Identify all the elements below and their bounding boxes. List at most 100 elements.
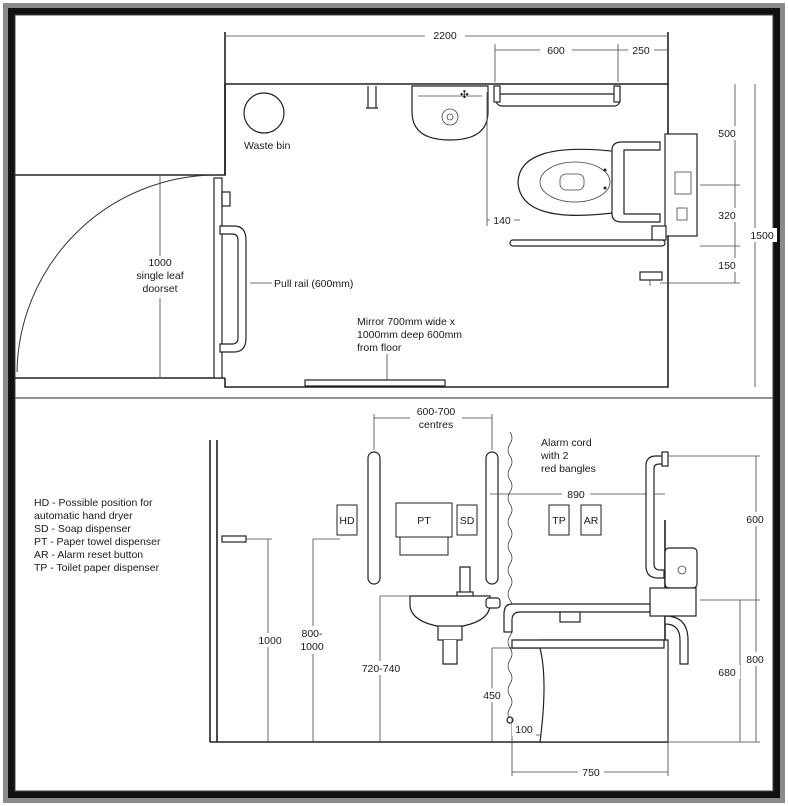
basin-tap-icon: ✣ xyxy=(460,89,469,101)
plan-basin-icon xyxy=(411,85,489,141)
dim-500: 500 xyxy=(718,128,736,140)
elev-grab-rail-right xyxy=(485,451,499,585)
basin-trap xyxy=(437,625,463,641)
door-handle xyxy=(221,191,231,207)
legend-line-3: SD - Soap dispenser xyxy=(34,523,131,535)
dim-bg xyxy=(562,488,590,501)
tp-box xyxy=(548,504,570,536)
rail-hinge xyxy=(651,225,667,241)
legend-line-4: PT - Paper towel dispenser xyxy=(34,536,161,548)
elev-tp-holder xyxy=(559,611,581,623)
basin-drain-inner xyxy=(446,113,454,121)
tp-label: TP xyxy=(552,515,565,527)
dim-1500: 1500 xyxy=(750,230,774,242)
dim-800-right: 800 xyxy=(746,654,764,666)
dim-bg xyxy=(742,652,768,666)
sd-label: SD xyxy=(460,515,475,527)
elev-cistern-icon xyxy=(649,587,697,617)
mirror-label-line-1: Mirror 700mm wide x xyxy=(357,316,456,328)
dim-140: 140 xyxy=(493,215,511,227)
dim-bg xyxy=(490,214,514,227)
mirror-label-line-2: 1000mm deep 600mm xyxy=(357,329,462,341)
dim-bg xyxy=(478,688,506,702)
pt-box-base xyxy=(399,536,449,556)
alarm-bangle xyxy=(506,716,514,724)
legend-line-5: AR - Alarm reset button xyxy=(34,549,143,561)
waste-bin-icon xyxy=(243,92,285,134)
elev-grab-rail-left xyxy=(367,451,381,585)
dim-bg xyxy=(742,512,768,526)
pull-rail-label: Pull rail (600mm) xyxy=(274,278,353,290)
flush-plate xyxy=(674,171,692,195)
legend-line-1: HD - Possible position for xyxy=(34,497,153,509)
basin-waste-pipe xyxy=(442,640,458,665)
dim-600: 600 xyxy=(746,514,764,526)
dim-bg xyxy=(714,665,740,679)
alarm-cord xyxy=(507,431,513,721)
hd-box xyxy=(336,504,358,536)
door-label-line-3: doorset xyxy=(142,283,177,295)
dim-800-1000-line-1: 800- xyxy=(301,628,323,640)
dim-bg xyxy=(715,126,741,140)
elev-wall-grab-rail xyxy=(645,455,665,579)
dim-bg xyxy=(358,661,404,675)
plan-room-walls xyxy=(224,83,669,388)
door-label-line-2: single leaf xyxy=(136,270,183,282)
legend-line-6: TP - Toilet paper dispenser xyxy=(34,562,160,574)
dim-bg xyxy=(747,228,777,242)
centres-line-1: 600-700 xyxy=(417,406,456,418)
plan-side-rail xyxy=(509,239,666,247)
cistern-button xyxy=(676,207,688,221)
dim-bg xyxy=(296,626,328,654)
dim-1000: 1000 xyxy=(258,635,282,647)
pt-label: PT xyxy=(417,515,431,527)
alarm-label-line-2: with 2 xyxy=(540,450,569,462)
dim-800-1000-line-2: 1000 xyxy=(300,641,324,653)
door-label-line-1: 1000 xyxy=(148,257,172,269)
legend-line-2: automatic hand dryer xyxy=(34,510,133,522)
dim-750: 750 xyxy=(582,767,600,779)
seat-hinge xyxy=(603,168,607,172)
rail-bracket xyxy=(613,85,621,103)
door-swing-arc xyxy=(16,174,216,373)
alarm-label-line-3: red bangles xyxy=(541,463,596,475)
ar-box xyxy=(580,504,602,536)
plan-tap-icon xyxy=(366,86,378,109)
plan-cistern-icon xyxy=(664,133,698,237)
dim-bg xyxy=(540,44,572,56)
door-leaf xyxy=(213,177,223,379)
ar-label: AR xyxy=(584,515,599,527)
plan-tp-holder xyxy=(639,271,663,281)
dim-150: 150 xyxy=(718,260,736,272)
rail-bracket xyxy=(493,85,501,103)
dim-bg xyxy=(628,44,654,56)
dim-rail-250: 250 xyxy=(632,45,650,57)
pull-rail xyxy=(219,225,247,353)
dim-bg xyxy=(578,766,604,779)
dim-bg xyxy=(512,723,536,736)
dim-bg xyxy=(128,256,192,298)
plan-top-grab-rail xyxy=(495,93,621,107)
alarm-label-line-1: Alarm cord xyxy=(541,437,592,449)
basin-bracket xyxy=(485,597,501,609)
elev-flush-unit xyxy=(664,547,698,589)
plan-dropdown-rail xyxy=(611,141,661,223)
dim-bg xyxy=(715,208,741,222)
elev-rail-return xyxy=(664,615,689,665)
plan-view: 2200 600 250 Waste bin ✣ 1500 500 xyxy=(15,28,777,388)
centres-line-2: centres xyxy=(419,419,453,431)
toilet-opening xyxy=(559,173,585,191)
toilet-seat xyxy=(539,161,611,203)
dim-rail-600: 600 xyxy=(547,45,565,57)
elev-dropdown-rail xyxy=(503,603,651,633)
dim-bg xyxy=(410,404,462,432)
dim-100: 100 xyxy=(515,724,533,736)
dim-bg xyxy=(255,633,285,647)
dim-890: 890 xyxy=(567,489,585,501)
rail-bracket xyxy=(661,451,669,467)
waste-bin-label: Waste bin xyxy=(244,140,290,152)
mirror-label-line-3: from floor xyxy=(357,342,402,354)
sd-box xyxy=(456,504,478,536)
toilet-seat-elev xyxy=(511,639,665,649)
